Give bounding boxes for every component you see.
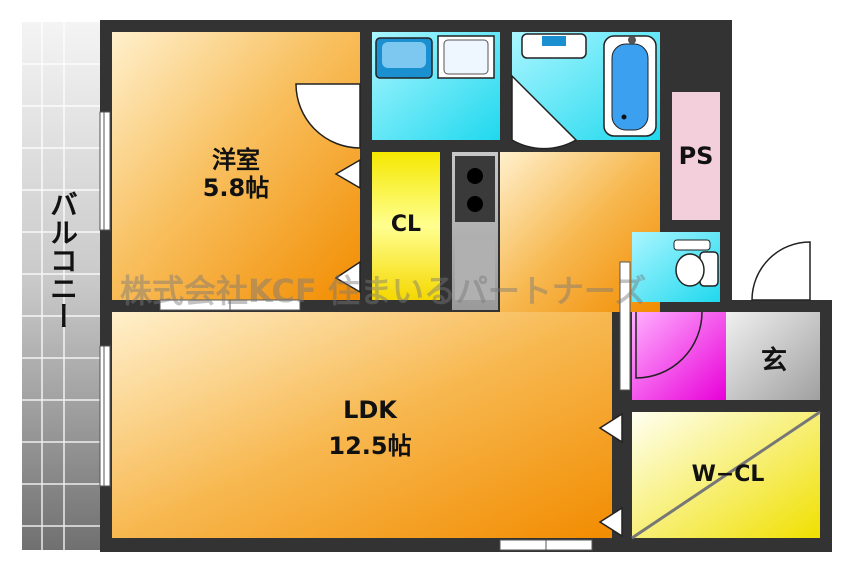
label-ps: PS — [678, 142, 714, 170]
closet-doors — [334, 158, 623, 538]
washbasin — [375, 37, 433, 79]
bathtub — [603, 35, 657, 137]
label-yoshitsu-size: 5.8帖 — [202, 174, 270, 202]
pipe-space — [672, 92, 720, 220]
room-ldk — [112, 312, 612, 538]
label-genkan: 玄 — [760, 346, 787, 376]
label-cl: CL — [390, 212, 422, 237]
balcony — [22, 22, 102, 550]
label-yoshitsu-name: 洋室 — [212, 146, 260, 174]
windows — [99, 111, 631, 551]
room-yoshitsu — [112, 32, 360, 300]
bath-sink — [521, 33, 587, 59]
entry-hall — [632, 312, 726, 400]
toilet-fixture — [673, 239, 719, 287]
watermark: 株式会社KCF 住まいるパートナーズ — [120, 272, 647, 310]
label-balcony: バルコニー — [46, 190, 79, 330]
genkan — [726, 312, 820, 400]
doors — [295, 74, 811, 379]
label-ldk-size: 12.5帖 — [328, 432, 412, 460]
label-wcl: W−CL — [691, 462, 765, 487]
washing-machine — [437, 35, 495, 79]
closet-cl — [372, 152, 440, 300]
label-ldk-name: LDK — [343, 396, 397, 424]
stove — [455, 156, 495, 222]
